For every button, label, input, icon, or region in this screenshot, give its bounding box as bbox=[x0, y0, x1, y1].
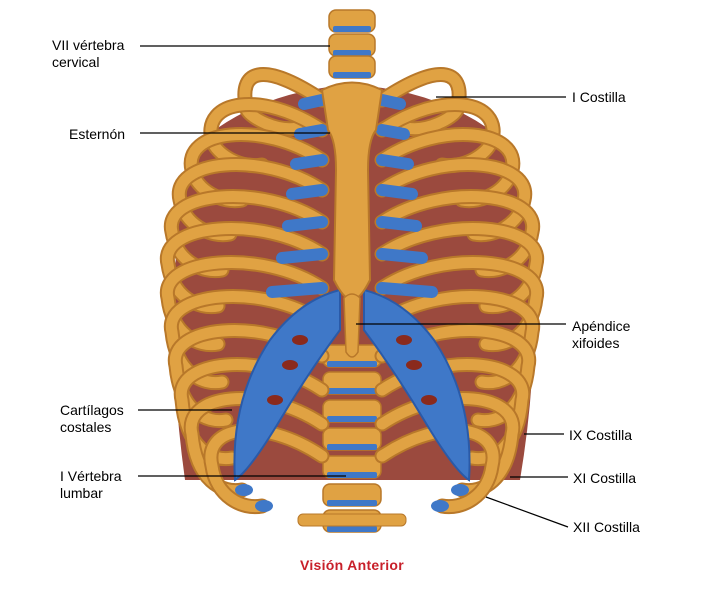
label-xiphoid: Apéndice xifoides bbox=[572, 318, 631, 351]
rib-tip-left-11 bbox=[235, 484, 253, 496]
costal-arch-left bbox=[233, 288, 341, 482]
rib-tip-right-12 bbox=[431, 500, 449, 512]
label-eleventh-rib: XI Costilla bbox=[573, 470, 637, 486]
cartilage-right-3 bbox=[376, 154, 414, 170]
cartilage-left-7 bbox=[266, 282, 328, 298]
cartilage-left-6 bbox=[276, 248, 328, 264]
rib-right-12-body bbox=[376, 425, 499, 513]
intervertebral-disc bbox=[327, 416, 377, 422]
label-first-rib: I Costilla bbox=[572, 89, 626, 105]
cartilage-gap-right bbox=[396, 335, 412, 345]
cartilage-gap-right bbox=[421, 395, 437, 405]
vertebral-column bbox=[297, 9, 407, 533]
rib-tip-right-11 bbox=[451, 484, 469, 496]
cartilage-right-7 bbox=[376, 282, 438, 298]
label-twelfth-rib: XII Costilla bbox=[573, 519, 640, 535]
cartilage-right-6 bbox=[376, 248, 428, 264]
intervertebral-disc bbox=[327, 361, 377, 367]
sternum bbox=[320, 81, 384, 358]
cartilage-right-4 bbox=[376, 184, 418, 200]
transverse-process bbox=[297, 513, 407, 527]
leader-lines bbox=[138, 45, 569, 528]
cartilage-gap-left bbox=[292, 335, 308, 345]
cartilage-gap-left bbox=[267, 395, 283, 405]
cartilage-left-1 bbox=[298, 94, 328, 110]
intervertebral-disc bbox=[333, 26, 371, 32]
cartilage-left-5 bbox=[282, 216, 328, 232]
rib-tip-left-12 bbox=[255, 500, 273, 512]
cartilage-right-5 bbox=[376, 216, 422, 232]
cartilage-gap-left bbox=[282, 360, 298, 370]
label-ninth-rib: IX Costilla bbox=[569, 427, 633, 443]
leader-line bbox=[485, 496, 569, 528]
cartilage-gap-right bbox=[406, 360, 422, 370]
intervertebral-disc bbox=[327, 472, 377, 478]
intervertebral-disc bbox=[327, 388, 377, 394]
xiphoid-process bbox=[343, 293, 361, 358]
intervertebral-disc bbox=[327, 526, 377, 532]
cartilage-right-2 bbox=[376, 124, 410, 140]
cartilage-left-4 bbox=[286, 184, 328, 200]
label-sternum: Esternón bbox=[69, 126, 126, 142]
costal-arch-right bbox=[363, 288, 471, 482]
intervertebral-disc bbox=[327, 500, 377, 506]
intervertebral-disc bbox=[333, 72, 371, 78]
rib-left-12-body bbox=[205, 425, 328, 513]
cartilage-right-1 bbox=[376, 94, 406, 110]
cartilage-left-3 bbox=[290, 154, 328, 170]
label-lumbar-vertebra: I Vértebra lumbar bbox=[60, 468, 122, 501]
sternum-body bbox=[320, 81, 384, 302]
costal-cartilage bbox=[233, 94, 471, 512]
label-cervical-vertebra: VII vértebra cervical bbox=[52, 37, 125, 70]
caption: Visión Anterior bbox=[299, 557, 405, 573]
intervertebral-disc bbox=[333, 50, 371, 56]
label-costal-cartilages: Cartílagos costales bbox=[60, 402, 124, 435]
intervertebral-disc bbox=[327, 444, 377, 450]
